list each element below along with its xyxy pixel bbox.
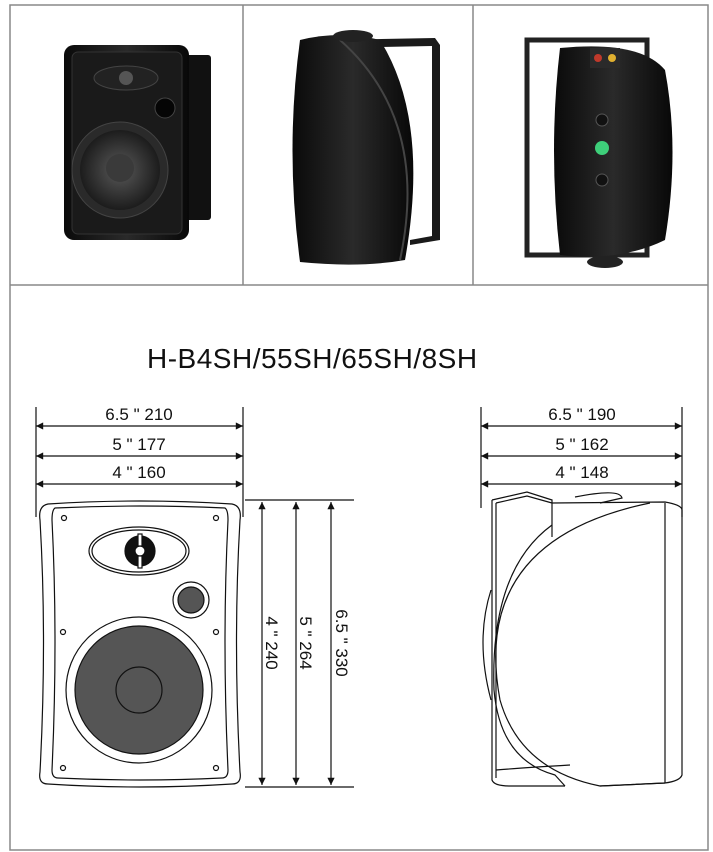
photo-rear-view bbox=[524, 37, 673, 268]
height-label-6-5: 6.5 " 330 bbox=[332, 609, 351, 676]
height-label-5: 5 " 264 bbox=[296, 616, 315, 669]
width-label-4: 4 " 160 bbox=[112, 463, 165, 482]
photo-side-view bbox=[292, 30, 440, 265]
frame bbox=[9, 4, 709, 851]
width-label-5: 5 " 177 bbox=[112, 435, 165, 454]
model-title: H-B4SH/55SH/65SH/8SH bbox=[147, 343, 478, 374]
depth-label-4: 4 " 148 bbox=[555, 463, 608, 482]
side-view-drawing bbox=[482, 491, 683, 787]
front-dimensions bbox=[35, 407, 354, 788]
width-label-6-5: 6.5 " 210 bbox=[105, 405, 172, 424]
side-dimensions bbox=[480, 407, 683, 517]
height-label-4: 4 " 240 bbox=[262, 616, 281, 669]
depth-label-5: 5 " 162 bbox=[555, 435, 608, 454]
depth-label-6-5: 6.5 " 190 bbox=[548, 405, 615, 424]
front-view-drawing bbox=[39, 500, 241, 788]
photo-front-view bbox=[64, 45, 211, 240]
